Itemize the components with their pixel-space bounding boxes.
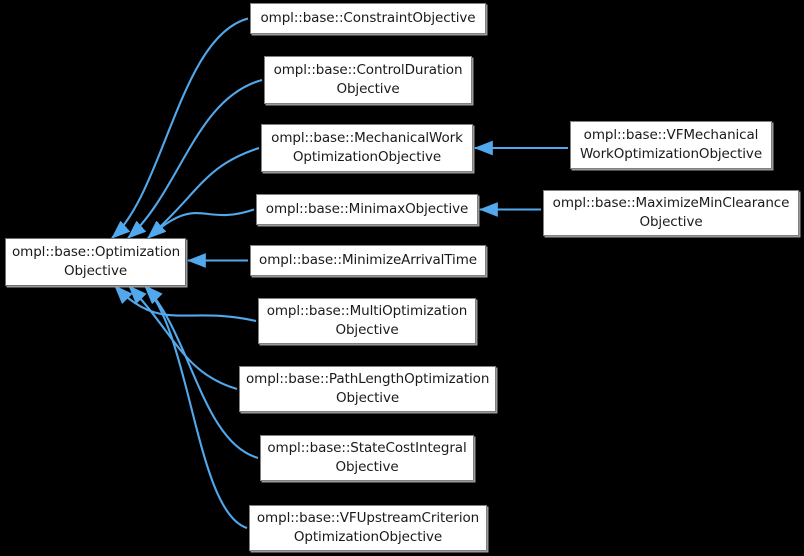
class-node-label: ompl::base::VFUpstreamCriterion Optimiza… <box>256 509 480 545</box>
class-node-maximize-min-clearance-objective[interactable]: ompl::base::MaximizeMinClearance Objecti… <box>543 190 799 236</box>
class-node-label: ompl::base::MinimaxObjective <box>265 200 469 217</box>
class-node-label: ompl::base::ControlDuration Objective <box>273 61 463 97</box>
class-node-label: ompl::base::Optimization Objective <box>12 243 181 279</box>
class-node-vf-mechanical-work-optimization-objective[interactable]: ompl::base::VFMechanical WorkOptimizatio… <box>570 121 772 169</box>
class-node-label: ompl::base::ConstraintObjective <box>260 9 476 26</box>
inheritance-edge-multi-optimization-objective-to-optimization-objective <box>114 285 257 323</box>
inheritance-edge-mechanical-work-optimization-objective-to-optimization-objective <box>147 147 260 239</box>
class-node-control-duration-objective[interactable]: ompl::base::ControlDuration Objective <box>264 56 472 104</box>
inheritance-edge-control-duration-objective-to-optimization-objective <box>127 78 263 239</box>
inheritance-edge-path-length-optimization-objective-to-optimization-objective <box>128 285 238 391</box>
class-node-path-length-optimization-objective[interactable]: ompl::base::PathLengthOptimization Objec… <box>239 366 496 412</box>
inheritance-edge-vf-upstream-criterion-optimization-objective-to-optimization-objective <box>144 285 248 530</box>
class-node-minimize-arrival-time[interactable]: ompl::base::MinimizeArrivalTime <box>250 245 486 276</box>
inheritance-edge-constraint-objective-to-optimization-objective <box>111 17 249 239</box>
inheritance-edge-minimax-objective-to-optimization-objective <box>147 208 255 239</box>
class-node-mechanical-work-optimization-objective[interactable]: ompl::base::MechanicalWork OptimizationO… <box>261 124 473 172</box>
class-node-label: ompl::base::MaximizeMinClearance Objecti… <box>552 194 790 230</box>
class-node-constraint-objective[interactable]: ompl::base::ConstraintObjective <box>250 3 486 34</box>
class-node-label: ompl::base::MinimizeArrivalTime <box>259 251 477 268</box>
class-node-label: ompl::base::MechanicalWork OptimizationO… <box>271 129 463 165</box>
class-node-optimization-objective[interactable]: ompl::base::Optimization Objective <box>5 238 186 286</box>
class-node-vf-upstream-criterion-optimization-objective[interactable]: ompl::base::VFUpstreamCriterion Optimiza… <box>249 505 487 551</box>
class-node-label: ompl::base::StateCostIntegral Objective <box>267 439 467 475</box>
class-node-label: ompl::base::PathLengthOptimization Objec… <box>246 370 490 406</box>
class-node-minimax-objective[interactable]: ompl::base::MinimaxObjective <box>256 194 478 225</box>
class-node-multi-optimization-objective[interactable]: ompl::base::MultiOptimization Objective <box>258 298 476 344</box>
class-node-state-cost-integral-objective[interactable]: ompl::base::StateCostIntegral Objective <box>260 435 474 481</box>
class-node-label: ompl::base::MultiOptimization Objective <box>266 302 468 338</box>
class-node-label: ompl::base::VFMechanical WorkOptimizatio… <box>579 126 763 162</box>
